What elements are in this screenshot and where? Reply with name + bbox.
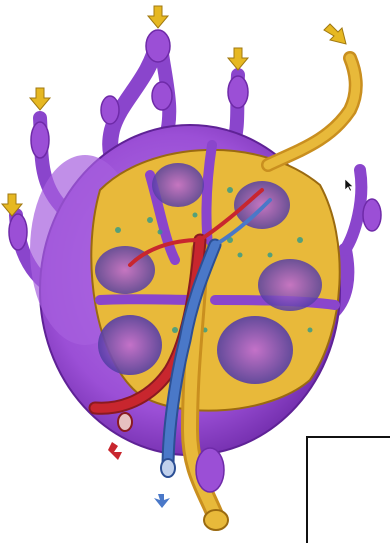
efferent-vessel-opening bbox=[204, 510, 228, 530]
artery-flow-arrow-icon bbox=[108, 442, 122, 460]
overlay-frame bbox=[306, 436, 390, 543]
cursor-arrow-icon bbox=[344, 178, 354, 192]
efferent-bulb bbox=[196, 448, 224, 492]
vein-opening bbox=[161, 459, 175, 477]
artery-opening bbox=[118, 413, 132, 431]
vein-flow-arrow-icon bbox=[154, 494, 170, 508]
